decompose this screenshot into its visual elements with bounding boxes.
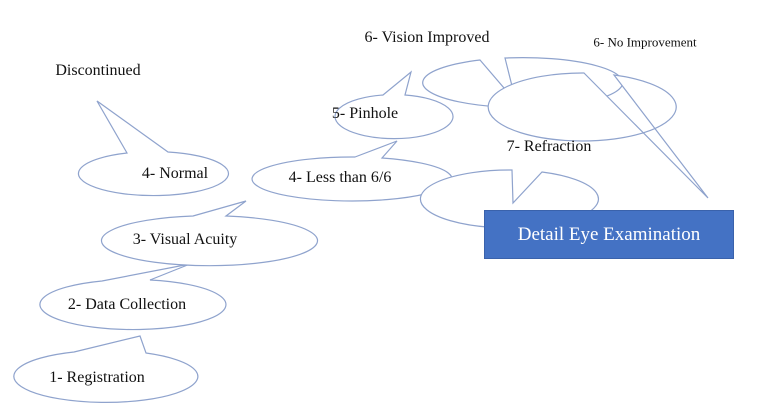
data-collection-label: 2- Data Collection bbox=[67, 296, 187, 313]
visual-acuity-bubble bbox=[100, 200, 319, 267]
no-improvement-label: 6- No Improvement bbox=[593, 34, 697, 50]
data-collection-bubble bbox=[39, 263, 227, 331]
no-improvement-bubble bbox=[487, 72, 709, 199]
registration-label: 1- Registration bbox=[49, 369, 145, 386]
vision-improved-label: 6- Vision Improved bbox=[364, 29, 490, 46]
less-than-label: 4- Less than 6/6 bbox=[288, 169, 392, 186]
detail-eye-examination-box: Detail Eye Examination bbox=[484, 210, 734, 259]
visual-acuity-label: 3- Visual Acuity bbox=[132, 231, 238, 248]
less-than-bubble bbox=[251, 140, 453, 202]
pinhole-bubble bbox=[334, 70, 454, 140]
pinhole-label: 5- Pinhole bbox=[331, 105, 399, 122]
registration-bubble bbox=[13, 335, 199, 403]
normal-label: 4- Normal bbox=[141, 165, 209, 182]
refraction-label: 7- Refraction bbox=[506, 138, 592, 155]
normal-bubble bbox=[77, 100, 230, 197]
discontinued-label: Discontinued bbox=[55, 62, 141, 79]
